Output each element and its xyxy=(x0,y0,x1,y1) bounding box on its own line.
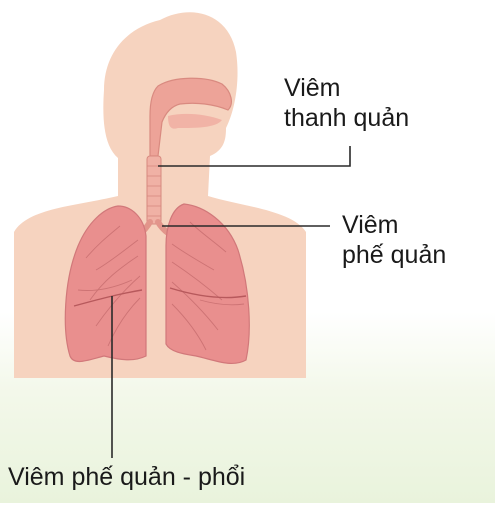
label-laryngitis-line2: thanh quản xyxy=(284,103,409,133)
label-bronchitis-line2: phế quản xyxy=(342,240,446,270)
label-bronchopneumonia: Viêm phế quản - phổi xyxy=(8,462,245,492)
label-laryngitis: Viêm thanh quản xyxy=(284,73,409,133)
label-bronchitis-line1: Viêm xyxy=(342,210,446,240)
label-laryngitis-line1: Viêm xyxy=(284,73,409,103)
label-bronchitis: Viêm phế quản xyxy=(342,210,446,270)
